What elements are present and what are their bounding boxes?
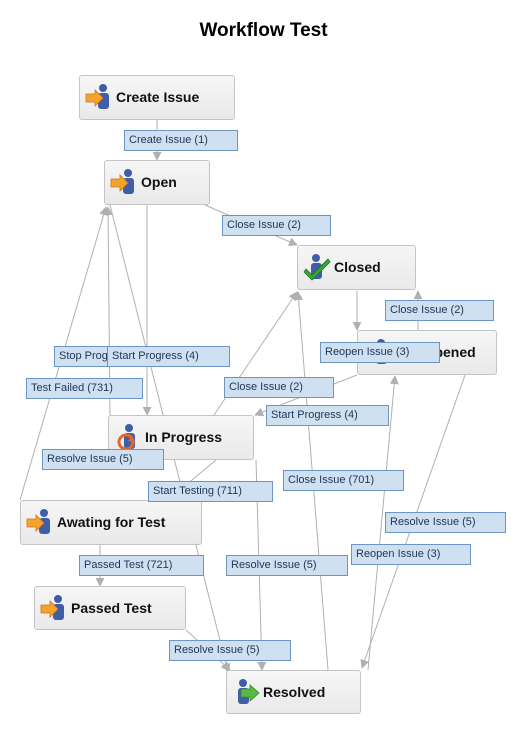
- transition-label-resolve-issue[interactable]: Resolve Issue (5): [42, 449, 164, 470]
- transition-label-stop-progress[interactable]: Stop Progress: [54, 346, 111, 367]
- status-node-closed[interactable]: Closed: [297, 245, 416, 290]
- diagram-title: Workflow Test: [199, 20, 328, 41]
- transition-label-start-progress[interactable]: Start Progress (4): [107, 346, 230, 367]
- transition-label-resolve-issue[interactable]: Resolve Issue (5): [169, 640, 291, 661]
- status-label: Open: [141, 174, 177, 190]
- transition-label-reopen-issue[interactable]: Reopen Issue (3): [320, 342, 440, 363]
- transition-label-test-failed[interactable]: Test Failed (731): [26, 378, 143, 399]
- arrow-icon: [26, 509, 50, 534]
- transition-label-reopen-issue[interactable]: Reopen Issue (3): [351, 544, 471, 565]
- transition-label-close-issue[interactable]: Close Issue (2): [385, 300, 494, 321]
- checkmark-icon: [303, 254, 331, 281]
- status-label: Passed Test: [71, 600, 152, 616]
- arrow-icon: [110, 169, 134, 194]
- transition-label-start-testing[interactable]: Start Testing (711): [148, 481, 273, 502]
- status-label: Resolved: [263, 684, 326, 700]
- transition-label-resolve-issue[interactable]: Resolve Issue (5): [385, 512, 506, 533]
- arrow-icon: [40, 595, 64, 620]
- status-label: Closed: [334, 259, 381, 275]
- transition-label-passed-test[interactable]: Passed Test (721): [79, 555, 204, 576]
- status-node-open[interactable]: Open: [104, 160, 210, 205]
- status-node-passed-test[interactable]: Passed Test: [34, 586, 186, 630]
- transition-label-resolve-issue[interactable]: Resolve Issue (5): [226, 555, 348, 576]
- edge-resolved-to-reopened: [367, 375, 399, 671]
- status-label: Create Issue: [116, 89, 200, 105]
- status-node-resolved[interactable]: Resolved: [226, 670, 361, 714]
- transition-label-create-issue[interactable]: Create Issue (1): [124, 130, 238, 151]
- status-label: In Progress: [145, 429, 223, 445]
- arrow-icon: [85, 84, 109, 109]
- status-node-awaiting-test[interactable]: Awating for Test: [20, 500, 202, 545]
- transition-label-start-progress[interactable]: Start Progress (4): [266, 405, 389, 426]
- transition-label-close-issue[interactable]: Close Issue (701): [283, 470, 404, 491]
- transition-label-close-issue[interactable]: Close Issue (2): [222, 215, 331, 236]
- arrow-icon: [238, 679, 260, 704]
- transition-label-close-issue[interactable]: Close Issue (2): [224, 377, 334, 398]
- status-node-create-issue[interactable]: Create Issue: [79, 75, 235, 120]
- status-label: Awating for Test: [57, 514, 166, 530]
